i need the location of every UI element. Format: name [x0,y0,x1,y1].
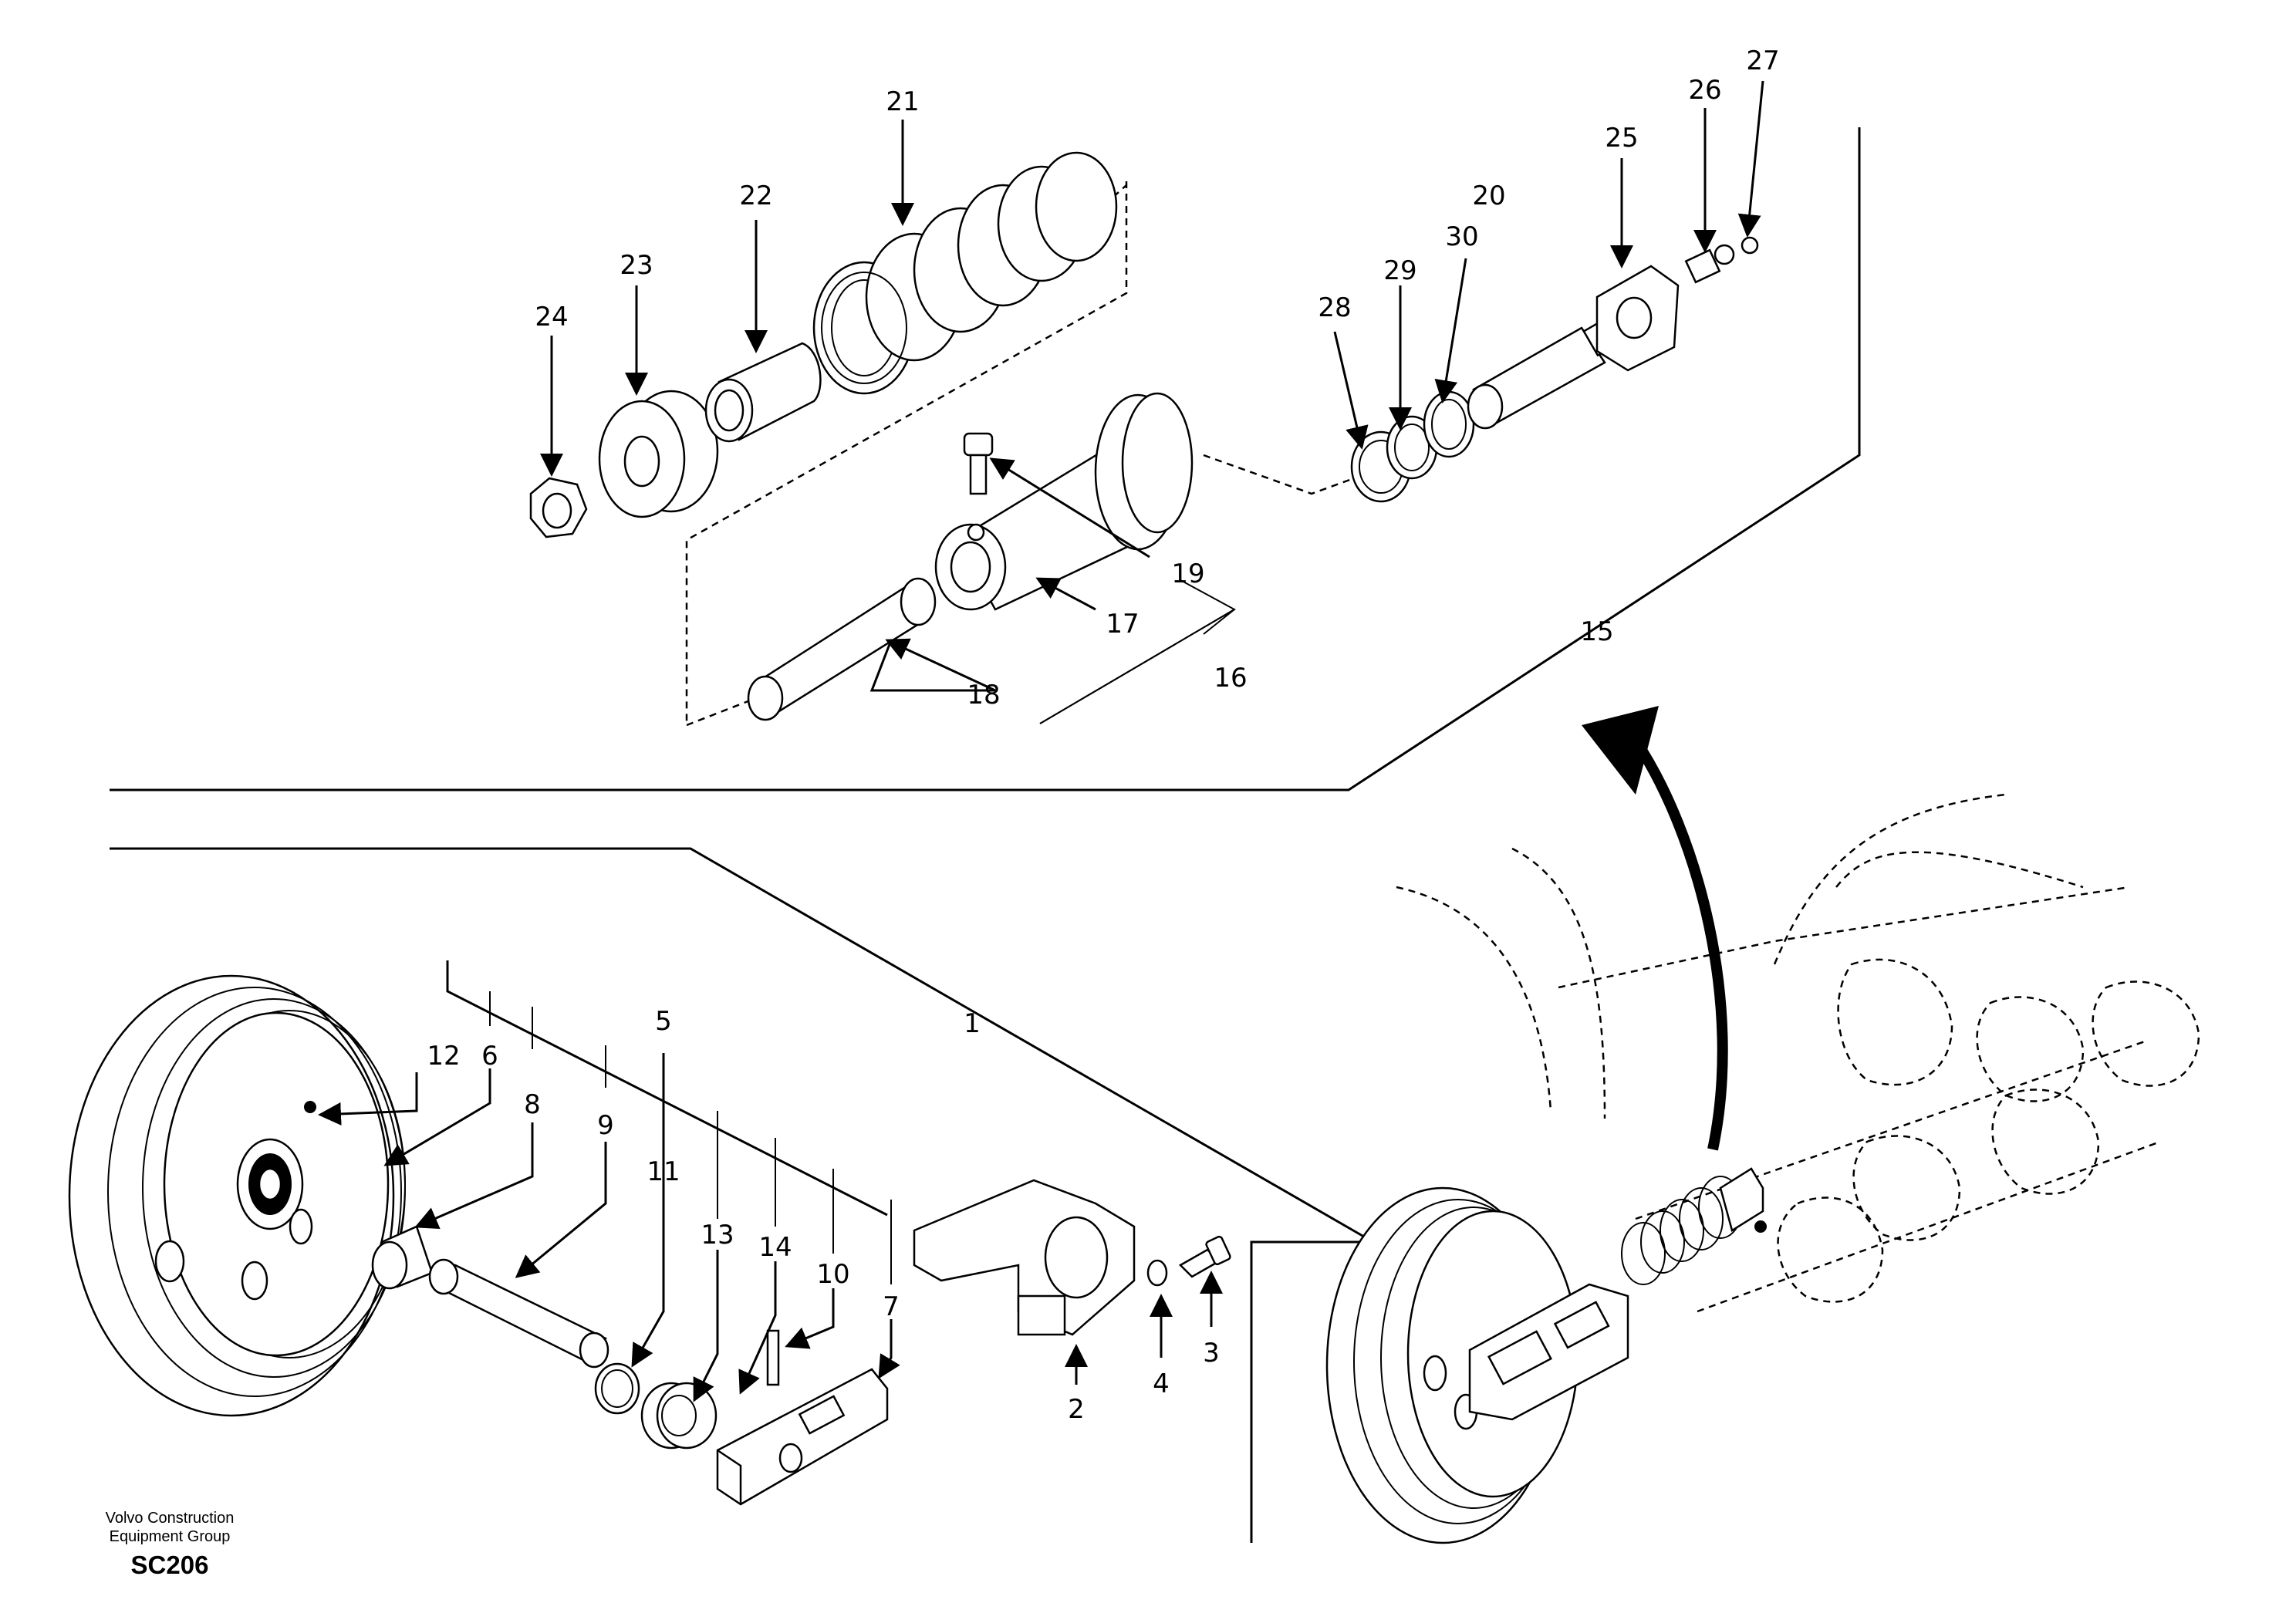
part-4-washer [1146,1259,1168,1287]
part-18-rod [747,577,937,721]
part-22-sleeve [704,342,822,443]
callout-1: 1 [964,1008,981,1039]
figure-code: SC206 [130,1551,209,1579]
part-13-seal [640,1382,718,1450]
arrow-head-icon [1582,706,1659,795]
callout-13: 13 [701,1220,734,1250]
company-line-1: Volvo Construction [105,1510,235,1527]
callout-20: 20 [1472,181,1505,211]
callout-30: 30 [1445,221,1478,252]
callout-23: 23 [620,250,653,281]
part-10-pin [766,1329,780,1386]
callout-27: 27 [1746,46,1779,76]
callout-17: 17 [1106,609,1139,640]
lower-leaders [318,960,1223,1402]
callout-24: 24 [535,302,568,332]
callout-28: 28 [1318,292,1351,323]
callout-29: 29 [1383,255,1416,286]
part-24-nut [529,477,588,538]
part-9-shaft [428,1258,609,1369]
part-30-ring [1423,390,1475,458]
part-27-cap [1741,236,1759,255]
callout-14: 14 [758,1232,792,1263]
part-23-flange [598,390,719,518]
part-20-piston [1467,319,1618,430]
callout-15: 15 [1580,616,1613,647]
callout-5: 5 [655,1006,672,1037]
callout-16: 16 [1214,663,1247,694]
part-21-spring [812,151,1118,395]
callout-2: 2 [1068,1394,1085,1425]
callout-26: 26 [1688,75,1721,106]
undercarriage-overview [1325,706,2200,1544]
part-8-bushing [371,1225,434,1290]
part-19-bolt [963,432,994,495]
part-7-block [716,1368,889,1506]
callout-21: 21 [886,86,919,117]
callout-22: 22 [739,181,772,211]
callout-6: 6 [481,1041,498,1072]
callout-4: 4 [1153,1369,1170,1399]
callout-3: 3 [1203,1338,1220,1369]
part-25-plate [1595,265,1680,372]
upper-leaders [540,80,1764,724]
callout-25: 25 [1605,123,1638,154]
part-3-bolt [1178,1235,1231,1278]
callout-7: 7 [883,1291,900,1322]
part-12-idler-wheel [68,974,406,1417]
callout-19: 19 [1171,559,1204,589]
part-11-o-ring [594,1362,640,1415]
part-2-bracket [913,1179,1136,1336]
company-line-2: Equipment Group [109,1528,231,1545]
callout-18: 18 [967,680,1000,710]
callout-11: 11 [647,1156,680,1187]
callout-12: 12 [427,1041,460,1072]
part-17-cylinder [934,392,1194,611]
company-name: Volvo Construction Equipment Group [69,1509,270,1546]
callout-10: 10 [816,1259,849,1290]
callout-9: 9 [597,1110,614,1141]
callout-labels: 1 2 3 4 5 6 7 8 9 10 11 12 13 14 15 16 1… [427,46,1779,1425]
callout-8: 8 [524,1089,541,1120]
part-26-fitting [1684,244,1735,284]
